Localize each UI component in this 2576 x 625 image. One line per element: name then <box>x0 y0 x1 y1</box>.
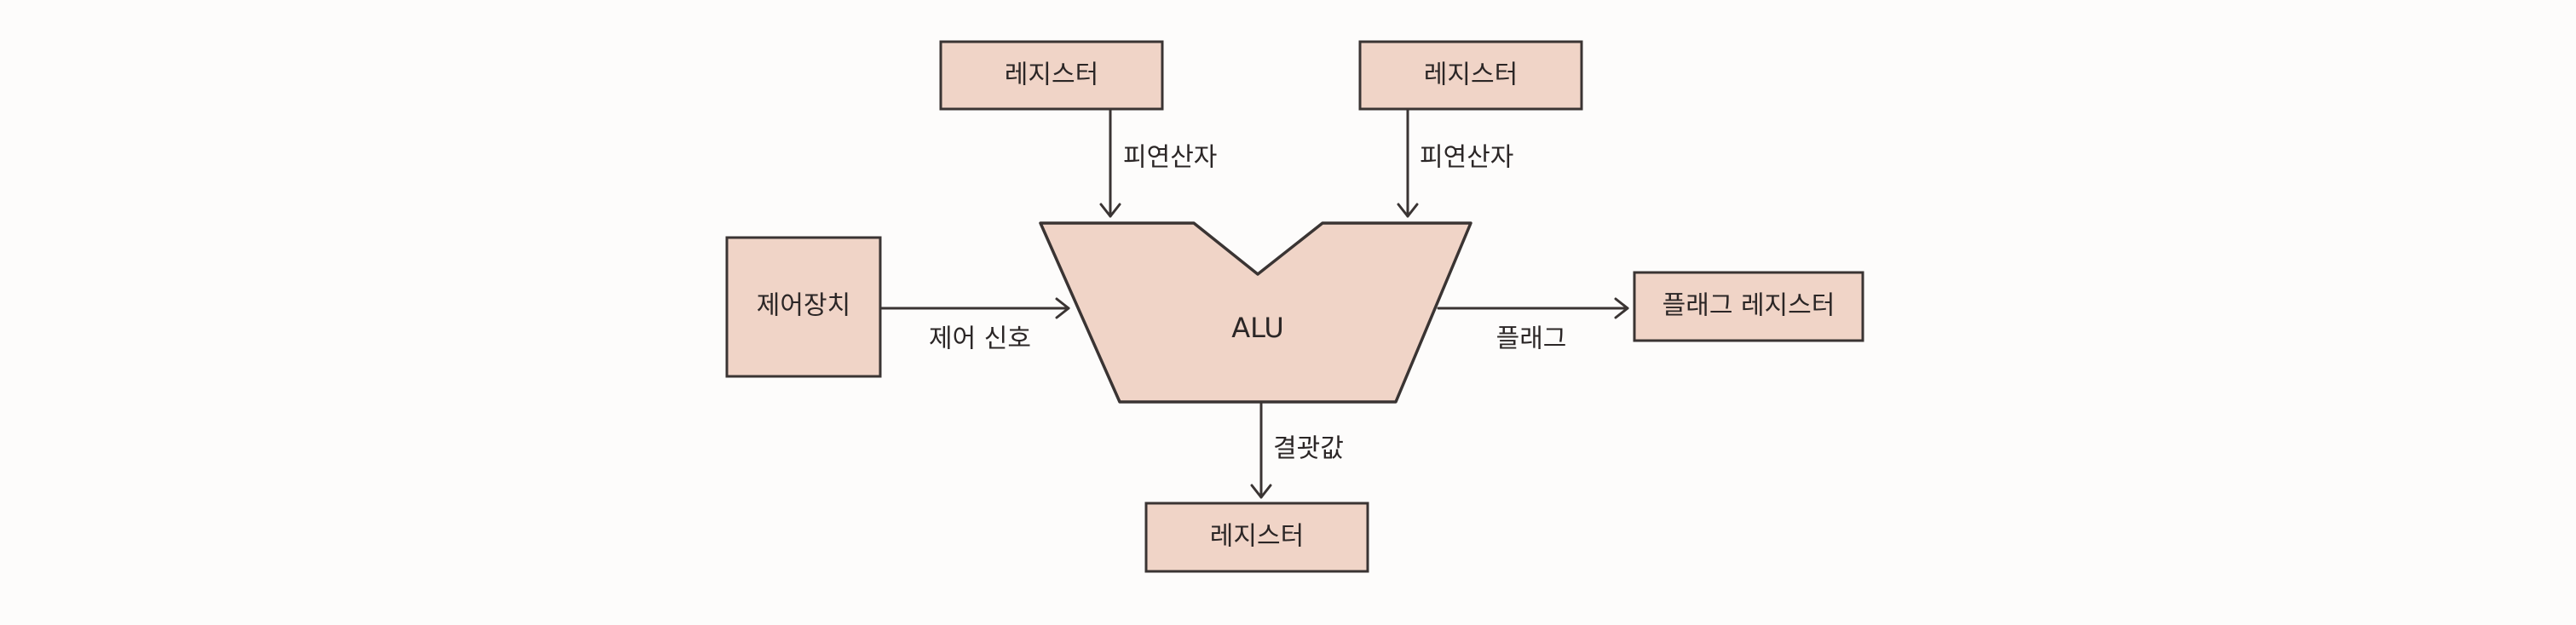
flag-register-node: 플래그 레지스터 <box>1633 271 1864 342</box>
arrow-control-signal <box>879 297 1070 319</box>
alu-shape <box>1039 221 1472 404</box>
operand-right-label: 피연산자 <box>1420 143 1513 173</box>
register-top-right-label: 레지스터 <box>1424 60 1518 90</box>
register-top-left-box <box>939 40 1164 111</box>
register-top-left-node: 레지스터 <box>939 40 1164 111</box>
operand-left-label: 피연산자 <box>1123 143 1217 173</box>
flag-label: 플래그 <box>1496 324 1567 354</box>
register-bottom-node: 레지스터 <box>1144 502 1369 573</box>
alu-label: ALU <box>1231 312 1284 344</box>
control-unit-box <box>725 236 882 378</box>
register-top-right-box <box>1358 40 1583 111</box>
arrow-operand-right <box>1397 108 1419 218</box>
register-bottom-label: 레지스터 <box>1210 522 1304 552</box>
alu-node: ALU <box>1039 221 1472 404</box>
result-label: 결괏값 <box>1273 434 1344 464</box>
control-unit-node: 제어장치 <box>725 236 882 378</box>
flag-register-box <box>1633 271 1864 342</box>
register-top-right-node: 레지스터 <box>1358 40 1583 111</box>
arrow-flag <box>1437 297 1629 319</box>
arrow-operand-left <box>1099 108 1121 218</box>
register-top-left-label: 레지스터 <box>1005 60 1098 90</box>
control-signal-label: 제어 신호 <box>929 324 1031 354</box>
register-bottom-box <box>1144 502 1369 573</box>
control-unit-label: 제어장치 <box>757 291 850 321</box>
flag-register-label: 플래그 레지스터 <box>1663 291 1835 321</box>
arrow-result <box>1250 402 1272 499</box>
